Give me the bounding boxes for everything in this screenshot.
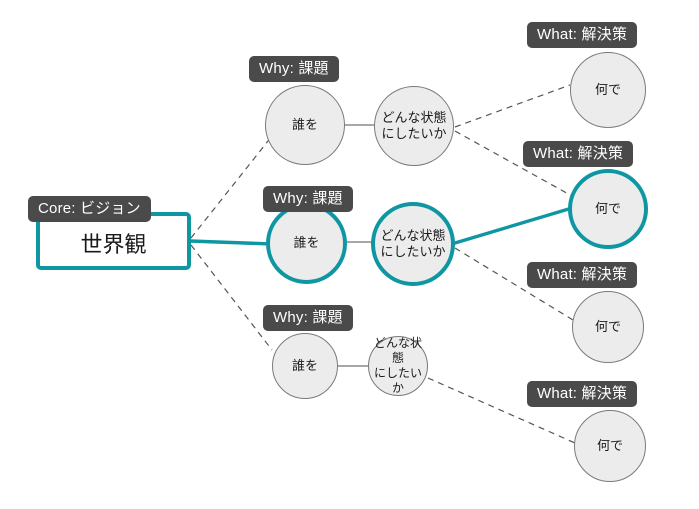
edge-why-bottom-to-what-4 (427, 377, 576, 444)
what-node-3[interactable]: 何で (572, 291, 644, 363)
why-who-label-3: 誰を (291, 357, 318, 373)
edge-why-top-to-what-2 (454, 130, 573, 197)
what-caption-chip-4: What: 解決策 (527, 381, 638, 407)
why-caption-chip-3: Why: 課題 (263, 305, 353, 331)
why-who-node-1[interactable]: 誰を (265, 85, 345, 165)
why-state-label-3: どんな状態 にしたいか (373, 336, 422, 395)
edge-core-to-why-middle (188, 239, 274, 246)
why-caption-chip-2: Why: 課題 (263, 186, 353, 212)
why-who-label-2: 誰を (293, 235, 320, 251)
why-state-node-1[interactable]: どんな状態 にしたいか (374, 86, 454, 166)
what-node-label-3: 何で (594, 318, 621, 334)
edge-core-to-why-top (190, 135, 273, 239)
why-who-label-1: 誰を (291, 116, 318, 132)
why-who-node-3[interactable]: 誰を (272, 333, 338, 399)
edge-why-top-to-what-1 (454, 84, 571, 128)
why-who-node-2[interactable]: 誰を (266, 203, 347, 284)
why-state-label-1: どんな状態 にしたいか (381, 109, 447, 141)
core-caption-chip: Core: ビジョン (28, 196, 151, 222)
edge-why-middle-to-what-2 (453, 206, 574, 245)
what-node-label-2: 何で (594, 200, 621, 216)
why-caption-chip-1: Why: 課題 (249, 56, 339, 82)
what-node-label-4: 何で (596, 437, 623, 453)
what-caption-chip-3: What: 解決策 (527, 262, 638, 288)
edge-core-to-why-bottom (190, 244, 273, 351)
why-state-label-2: どんな状態 にしたいか (380, 227, 446, 259)
what-node-1[interactable]: 何で (570, 52, 646, 128)
what-node-2[interactable]: 何で (568, 169, 648, 249)
what-caption-chip-2: What: 解決策 (523, 141, 634, 167)
what-caption-chip-1: What: 解決策 (527, 22, 638, 48)
core-node-label: 世界観 (80, 231, 147, 257)
edge-why-middle-to-what-3 (454, 247, 574, 321)
what-node-label-1: 何で (594, 81, 621, 97)
why-state-node-3[interactable]: どんな状態 にしたいか (368, 336, 428, 396)
what-node-4[interactable]: 何で (574, 410, 646, 482)
why-state-node-2[interactable]: どんな状態 にしたいか (371, 202, 455, 286)
